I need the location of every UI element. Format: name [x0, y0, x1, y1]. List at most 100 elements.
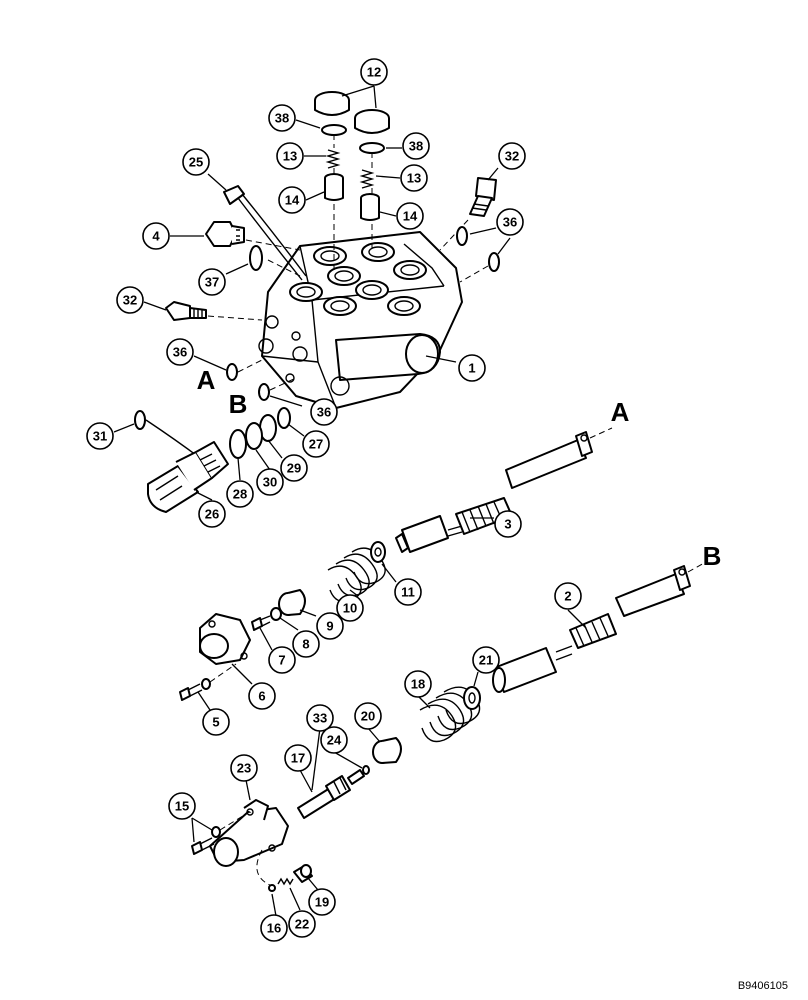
svg-text:14: 14 — [285, 193, 300, 208]
backup-ring-30 — [245, 422, 263, 450]
callout-33: 33 — [306, 704, 334, 732]
callout-12: 12 — [360, 58, 388, 86]
screw-5 — [179, 683, 203, 701]
screw-15 — [191, 837, 215, 855]
svg-text:9: 9 — [326, 619, 333, 634]
callout-36-upper: 36 — [496, 208, 524, 236]
callout-24: 24 — [320, 726, 348, 754]
svg-text:32: 32 — [505, 149, 519, 164]
svg-text:3: 3 — [504, 517, 511, 532]
svg-text:7: 7 — [278, 653, 285, 668]
svg-text:11: 11 — [401, 585, 415, 600]
callout-9: 9 — [316, 612, 344, 640]
svg-text:19: 19 — [315, 895, 329, 910]
cap-6 — [199, 613, 251, 665]
svg-text:30: 30 — [263, 475, 277, 490]
leader-lines — [113, 85, 587, 917]
valve-body — [258, 231, 463, 409]
callout-3: 3 — [494, 510, 522, 538]
cap-23 — [209, 799, 289, 867]
callout-2: 2 — [554, 582, 582, 610]
svg-text:36: 36 — [173, 345, 187, 360]
washer-11 — [370, 541, 386, 563]
callout-25: 25 — [182, 148, 210, 176]
callout-6: 6 — [248, 682, 276, 710]
o-ring-28 — [229, 429, 247, 459]
svg-text:32: 32 — [123, 293, 137, 308]
callout-5: 5 — [202, 708, 230, 736]
plug-25 — [223, 185, 307, 281]
svg-text:31: 31 — [93, 429, 107, 444]
spring-13-right — [359, 169, 375, 189]
svg-text:18: 18 — [411, 677, 425, 692]
callout-17: 17 — [284, 744, 312, 772]
callout-30: 30 — [256, 468, 284, 496]
callout-20: 20 — [354, 702, 382, 730]
washer-5 — [201, 678, 211, 690]
plug-left — [314, 91, 350, 116]
washer-15 — [211, 826, 221, 838]
callout-22: 22 — [288, 910, 316, 938]
spring-13-left — [325, 149, 341, 169]
callout-11: 11 — [394, 578, 422, 606]
svg-text:1: 1 — [468, 361, 475, 376]
callout-32-right: 32 — [498, 142, 526, 170]
callout-21: 21 — [472, 646, 500, 674]
callout-14-right: 14 — [396, 202, 424, 230]
ball-16 — [268, 884, 276, 892]
callout-14-left: 14 — [278, 186, 306, 214]
callout-13-right: 13 — [400, 164, 428, 192]
label-b-valve: B — [229, 389, 248, 419]
svg-text:26: 26 — [205, 507, 219, 522]
o-ring-36-right — [488, 252, 500, 272]
svg-text:23: 23 — [237, 761, 251, 776]
callout-4: 4 — [142, 222, 170, 250]
plug-4 — [205, 221, 245, 247]
callout-37: 37 — [198, 268, 226, 296]
svg-text:2: 2 — [564, 589, 571, 604]
callout-29: 29 — [280, 454, 308, 482]
o-ring-36-lower — [258, 383, 270, 401]
callout-15: 15 — [168, 792, 196, 820]
shaft-17 — [297, 769, 365, 819]
screw-7 — [251, 615, 271, 631]
svg-text:13: 13 — [407, 171, 421, 186]
svg-text:29: 29 — [287, 461, 301, 476]
svg-text:5: 5 — [212, 715, 219, 730]
svg-text:17: 17 — [291, 751, 305, 766]
spring-18 — [419, 686, 481, 743]
callout-8: 8 — [292, 630, 320, 658]
callout-1: 1 — [458, 354, 486, 382]
spacer-20 — [372, 737, 402, 764]
svg-text:16: 16 — [267, 921, 281, 936]
o-ring-38-right — [359, 142, 385, 154]
callout-18: 18 — [404, 670, 432, 698]
o-ring-27 — [277, 407, 291, 429]
callout-23: 23 — [230, 754, 258, 782]
plug-19 — [293, 864, 313, 883]
svg-text:20: 20 — [361, 709, 375, 724]
callout-38-right: 38 — [402, 132, 430, 160]
poppet-14-right — [360, 193, 380, 221]
svg-text:15: 15 — [175, 799, 189, 814]
spool-3 — [395, 431, 593, 553]
svg-text:21: 21 — [479, 653, 493, 668]
o-ring-36-upper — [456, 226, 468, 246]
fitting-32-right — [469, 177, 497, 217]
spacer-9 — [278, 589, 306, 616]
washer-21 — [463, 686, 481, 710]
callout-36-lower: 36 — [310, 398, 338, 426]
svg-text:38: 38 — [409, 139, 423, 154]
callout-26: 26 — [198, 500, 226, 528]
callout-28: 28 — [226, 480, 254, 508]
callout-10: 10 — [336, 594, 364, 622]
svg-text:10: 10 — [343, 601, 357, 616]
svg-text:14: 14 — [403, 209, 418, 224]
plug-right — [354, 109, 390, 134]
callout-36-left: 36 — [166, 338, 194, 366]
svg-text:24: 24 — [327, 733, 342, 748]
svg-text:33: 33 — [313, 711, 327, 726]
label-a-valve: A — [197, 365, 216, 395]
svg-text:13: 13 — [283, 149, 297, 164]
